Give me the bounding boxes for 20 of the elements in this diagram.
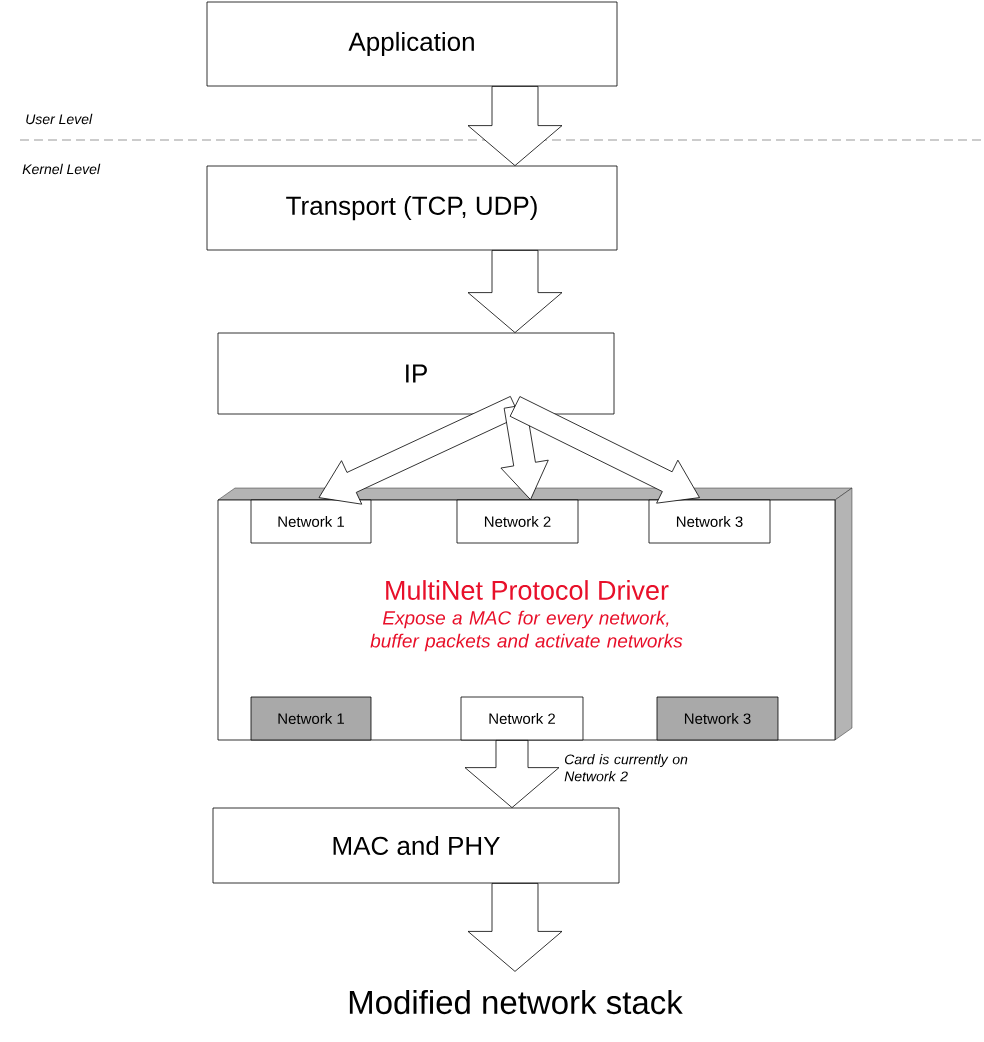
layer-box: Application bbox=[206, 1, 618, 87]
level-label: User Level bbox=[26, 113, 93, 125]
network-box: Network 1 bbox=[250, 696, 372, 741]
caption: Modified network stack bbox=[349, 989, 683, 1015]
block-arrow bbox=[467, 250, 563, 333]
block-arrow bbox=[464, 740, 560, 808]
edge-label: Card is currently on Network 2 bbox=[564, 754, 688, 782]
network-box: Network 2 bbox=[460, 696, 584, 741]
block-arrow bbox=[500, 404, 549, 500]
block-arrow bbox=[467, 86, 563, 166]
network-box: Network 3 bbox=[648, 499, 771, 544]
block-arrow bbox=[509, 396, 700, 504]
layer-box: MAC and PHY bbox=[212, 807, 620, 884]
level-label: Kernel Level bbox=[22, 163, 101, 175]
network-box: Network 3 bbox=[656, 696, 779, 741]
layer-box: IP bbox=[217, 332, 615, 415]
network-box: Network 2 bbox=[456, 499, 579, 544]
block-arrow bbox=[467, 883, 563, 972]
layer-box: Transport (TCP, UDP) bbox=[206, 165, 618, 251]
network-box: Network 1 bbox=[250, 499, 372, 544]
